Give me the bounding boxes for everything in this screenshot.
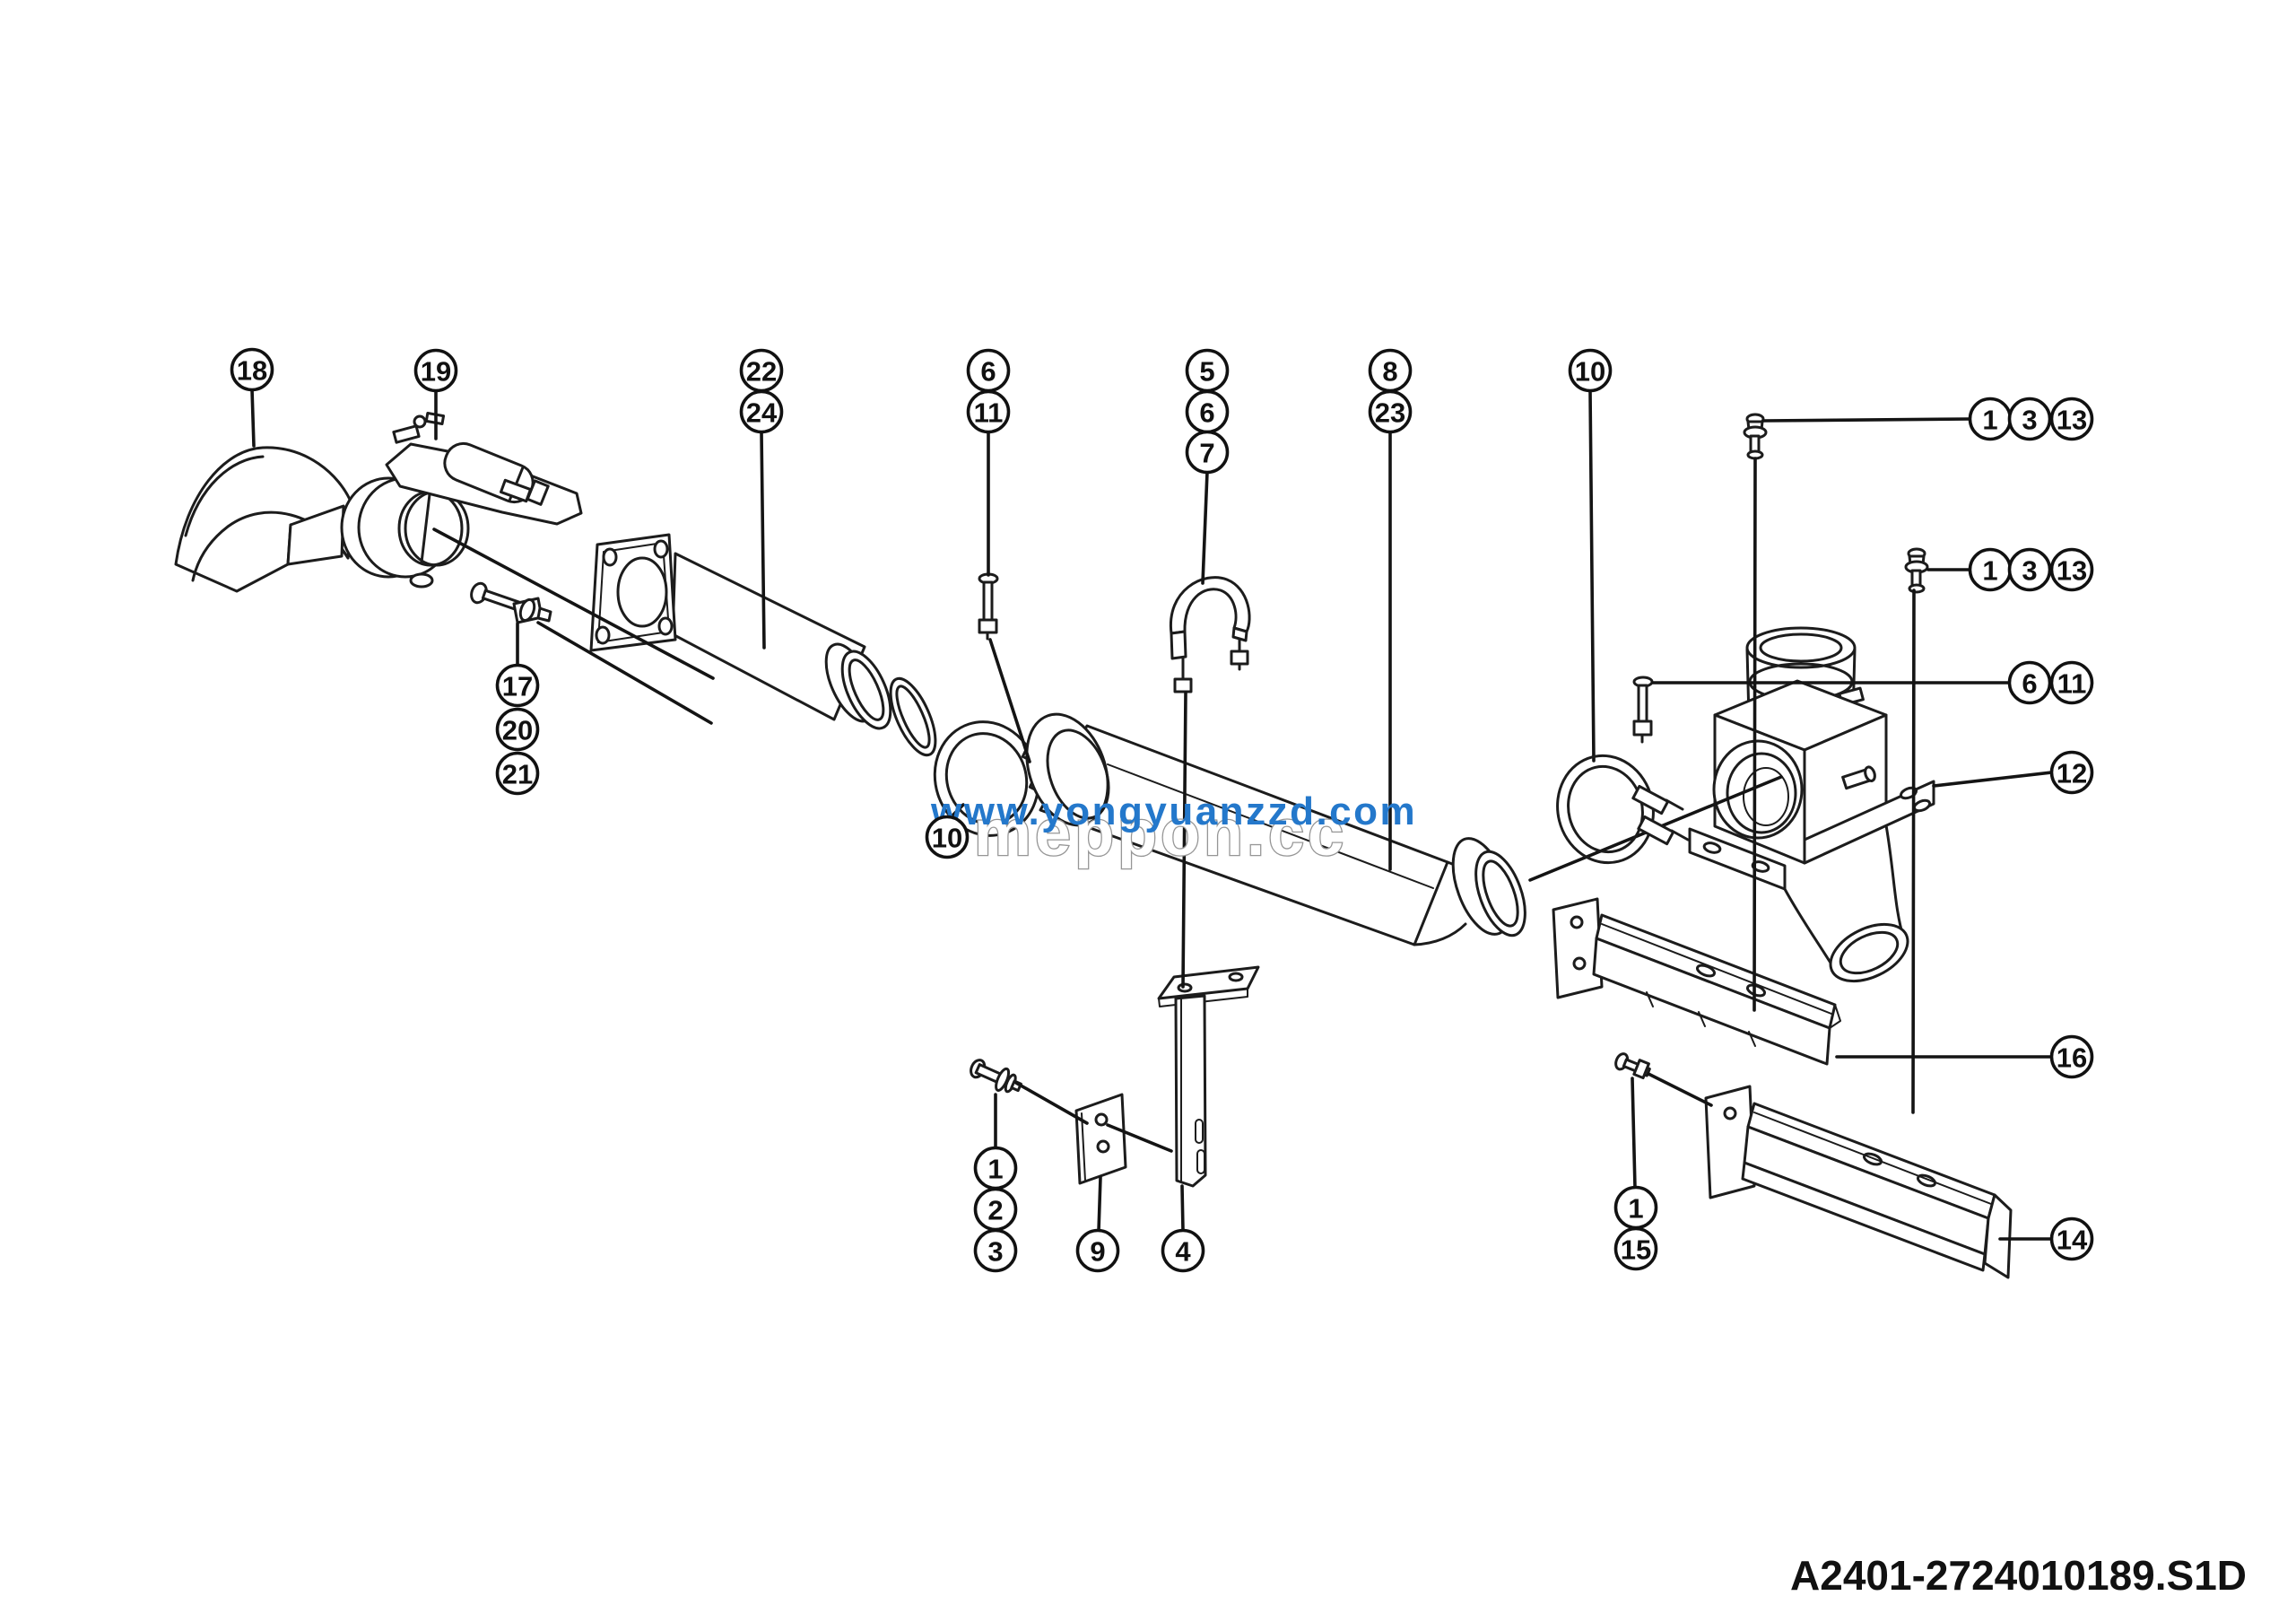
- callout-2: 2: [973, 1187, 1018, 1232]
- svg-text:11: 11: [2057, 668, 2087, 700]
- svg-text:3: 3: [2022, 555, 2037, 587]
- callout-1: 1: [973, 1146, 1018, 1190]
- callout-14: 14: [2049, 1216, 2094, 1261]
- callout-6: 6: [2007, 660, 2052, 705]
- svg-text:8: 8: [1382, 356, 1397, 388]
- callout-5: 5: [1185, 348, 1230, 393]
- clamp-bolt-right: [1632, 676, 1654, 744]
- bolt-with-washers: [970, 1059, 1022, 1094]
- svg-text:7: 7: [1199, 438, 1214, 469]
- upper-channel-bracket: [1552, 897, 1841, 1066]
- u-bolt-clamp: [1169, 576, 1251, 693]
- svg-text:6: 6: [980, 356, 996, 388]
- elbow-mount-plate: [1803, 780, 1935, 865]
- callout-21: 21: [495, 751, 540, 796]
- callout-7: 7: [1185, 430, 1230, 475]
- callout-3: 3: [2007, 547, 2052, 592]
- v-band-clamp-rear: [1556, 754, 1690, 865]
- callout-9: 9: [1075, 1228, 1120, 1273]
- shim-plate: [1074, 1093, 1127, 1185]
- svg-text:23: 23: [1375, 397, 1405, 429]
- callout-1: 1: [1613, 1185, 1658, 1230]
- callout-10: 10: [1568, 348, 1613, 393]
- watermark-outline-text: meppon.cc: [974, 798, 1347, 869]
- elbow-opening: [1829, 922, 1909, 983]
- svg-text:1: 1: [987, 1154, 1003, 1185]
- svg-text:10: 10: [932, 823, 962, 854]
- heat-shield: [174, 446, 353, 593]
- clamp-bolt-left: [978, 572, 999, 641]
- callout-6: 6: [1185, 389, 1230, 434]
- svg-text:15: 15: [1621, 1234, 1651, 1266]
- svg-text:6: 6: [2022, 668, 2037, 700]
- svg-text:4: 4: [1175, 1236, 1191, 1268]
- callout-1: 1: [1968, 397, 2013, 441]
- callout-13: 13: [2049, 397, 2094, 441]
- butterfly-valve-assembly: [340, 411, 583, 589]
- svg-text:13: 13: [2057, 555, 2087, 587]
- callout-8: 8: [1368, 348, 1413, 393]
- svg-text:2: 2: [987, 1195, 1003, 1226]
- svg-text:18: 18: [237, 355, 267, 387]
- callout-17: 17: [495, 663, 540, 708]
- callout-4: 4: [1161, 1228, 1205, 1273]
- svg-text:24: 24: [746, 397, 778, 429]
- pipe-bell-end: [1025, 712, 1109, 827]
- flange-bolt-lower: [1904, 547, 1929, 594]
- lower-channel-bracket: [1704, 1085, 2013, 1279]
- svg-text:3: 3: [987, 1236, 1003, 1268]
- svg-text:16: 16: [2057, 1042, 2087, 1074]
- callout-10: 10: [925, 815, 970, 859]
- svg-text:1: 1: [1628, 1193, 1643, 1225]
- callout-23: 23: [1368, 389, 1413, 434]
- watermark-url-text: www.yongyuanzzd.com: [930, 789, 1417, 833]
- svg-text:21: 21: [502, 759, 533, 790]
- bracket-bolt: [1614, 1052, 1651, 1080]
- svg-text:20: 20: [502, 715, 533, 746]
- callout-18: 18: [230, 347, 274, 392]
- valve-bottom-tab: [409, 572, 434, 589]
- svg-text:6: 6: [1199, 397, 1214, 429]
- svg-text:22: 22: [746, 356, 777, 388]
- callout-6: 6: [966, 348, 1011, 393]
- svg-text:5: 5: [1199, 356, 1214, 388]
- callout-3: 3: [973, 1228, 1018, 1273]
- leader-lines: [250, 388, 2054, 1241]
- callout-16: 16: [2049, 1034, 2094, 1079]
- intermediate-exhaust-pipe: [1025, 712, 1526, 946]
- callout-20: 20: [495, 707, 540, 752]
- drawing-code: A2401-2724010189.S1D: [1790, 1552, 2247, 1599]
- callout-3: 3: [2007, 397, 2052, 441]
- elbow-outlet-assembly: [1688, 626, 1935, 983]
- support-bracket: [1157, 965, 1260, 1188]
- callout-19: 19: [413, 348, 458, 393]
- callout-11: 11: [966, 389, 1011, 434]
- svg-text:12: 12: [2057, 758, 2087, 789]
- svg-text:1: 1: [1982, 405, 1997, 436]
- svg-text:3: 3: [2022, 405, 2037, 436]
- svg-text:13: 13: [2057, 405, 2087, 436]
- callout-24: 24: [739, 389, 784, 434]
- svg-text:17: 17: [502, 671, 533, 702]
- callout-13: 13: [2049, 547, 2094, 592]
- long-clamp-bolt: [470, 581, 552, 624]
- svg-text:1: 1: [1982, 555, 1997, 587]
- svg-text:19: 19: [421, 356, 451, 388]
- callout-15: 15: [1613, 1226, 1658, 1271]
- flanged-inlet-pipe: [589, 533, 937, 757]
- svg-text:9: 9: [1090, 1236, 1105, 1268]
- svg-text:11: 11: [974, 397, 1004, 429]
- callout-11: 11: [2049, 660, 2094, 705]
- gasket-ring: [889, 676, 937, 757]
- callout-12: 12: [2049, 750, 2094, 795]
- svg-text:14: 14: [2057, 1225, 2088, 1256]
- callout-1: 1: [1968, 547, 2013, 592]
- svg-text:10: 10: [1575, 356, 1605, 388]
- callout-22: 22: [739, 348, 784, 393]
